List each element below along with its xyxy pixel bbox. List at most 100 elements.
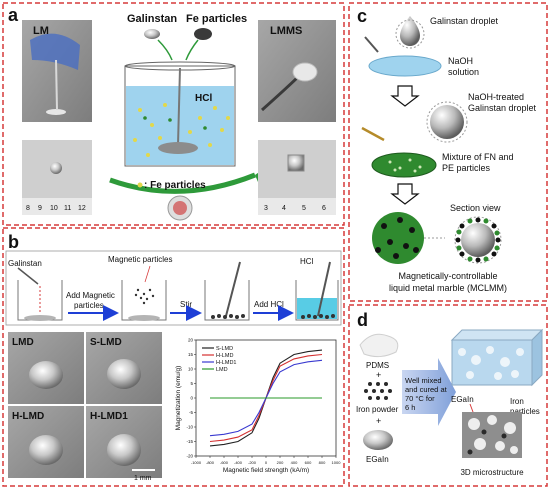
d-process-line2: and cured at xyxy=(405,385,448,394)
b-stir-rod-2 xyxy=(317,261,331,317)
panel-a: a LM 8 9 10 11 12 Galinstan Fe particles xyxy=(2,2,345,226)
x-tick-label: 400 xyxy=(291,460,298,465)
lm-stream xyxy=(55,59,58,111)
panel-c-border xyxy=(348,2,548,302)
d-block-top xyxy=(450,329,544,341)
ruler-left-1: 9 xyxy=(38,205,42,212)
b-galinstan-label: Galinstan xyxy=(8,259,42,268)
c-mixture-line2: PE particles xyxy=(442,163,491,173)
panel-b: b Galinstan Add Magnetic particles Magne… xyxy=(2,227,345,487)
x-tick-label: 0 xyxy=(265,460,268,465)
b-add-hcl: Add HCl xyxy=(254,300,284,309)
ruler-right: 3 4 5 6 xyxy=(258,198,336,215)
b-particles: particles xyxy=(74,301,104,310)
y-tick-label: 15 xyxy=(188,352,194,357)
ruler-right-2: 5 xyxy=(302,205,306,212)
y-tick-label: 0 xyxy=(190,396,193,401)
y-tick-label: -15 xyxy=(186,439,193,444)
c-naoh-line1: NaOH xyxy=(448,56,473,66)
photo-label-lmd: LMD xyxy=(12,337,34,348)
photo-label-s-lmd: S-LMD xyxy=(90,337,122,348)
d-process-line1: Well mixed xyxy=(405,376,442,385)
ruler-left-4: 12 xyxy=(78,205,86,212)
c-dish-texture xyxy=(388,158,422,173)
legend-dot xyxy=(137,182,143,188)
b-beaker-4 xyxy=(295,280,339,321)
lmms-section-core xyxy=(173,201,187,215)
d-egain-drop xyxy=(363,430,393,450)
d-process-line4: 6 h xyxy=(405,403,415,412)
x-tick-label: -800 xyxy=(206,460,215,465)
chart-ylabel: Magnetization (emu/g) xyxy=(175,366,182,431)
fe-particles-label-a: Fe particles xyxy=(186,13,247,25)
chart-xlabel: Magnetic field strength (kA/m) xyxy=(223,467,309,474)
c-galinstan-droplet: Galinstan droplet xyxy=(430,16,499,26)
d-egain-bottom-label: EGaIn xyxy=(366,455,389,464)
beaker-a: HCl xyxy=(124,61,236,167)
c-section-core xyxy=(461,223,495,257)
d-process-arrow xyxy=(402,358,456,426)
c-marble-line2: liquid metal marble (MCLMM) xyxy=(389,283,507,293)
y-tick-label: 20 xyxy=(188,338,194,343)
b-magnetic-particles: Magnetic particles xyxy=(108,255,172,264)
d-microstructure-label: 3D microstructure xyxy=(460,468,524,477)
drop-s-lmd xyxy=(107,359,141,389)
d-plus-2: + xyxy=(376,416,381,426)
x-tick-label: -200 xyxy=(248,460,257,465)
c-droplet-zoom xyxy=(395,19,425,49)
arrow-galinstan-in xyxy=(157,39,173,61)
legend-label: H-LMD xyxy=(216,353,233,359)
d-iron-line1: Iron xyxy=(510,397,524,406)
y-tick-label: -20 xyxy=(186,454,193,459)
d-block-bubbles xyxy=(458,346,524,380)
x-tick-label: 800 xyxy=(319,460,326,465)
c-mixture-line1: Mixture of FN and xyxy=(442,152,514,162)
b-particles-cloud xyxy=(134,288,155,305)
galinstan-drop-icon xyxy=(144,29,160,39)
c-marble-line1: Magnetically-controllable xyxy=(398,271,497,281)
legend-label: S-LMD xyxy=(216,346,233,352)
ruler-left-2: 10 xyxy=(50,205,58,212)
d-iron-powder-label: Iron powder xyxy=(356,405,399,414)
d-block-side xyxy=(531,328,543,387)
glove-shape xyxy=(30,33,80,70)
x-tick-label: -1000 xyxy=(191,460,202,465)
photo-label-h-lmd: H-LMD xyxy=(12,411,44,422)
lmms-label: LMMS xyxy=(270,25,302,37)
drop-h-lmd1 xyxy=(107,434,141,466)
c-pipette-1 xyxy=(364,36,379,53)
d-pdms-blob xyxy=(359,333,399,358)
b-hcl-label: HCl xyxy=(300,257,314,266)
lm-label: LM xyxy=(33,25,49,37)
scale-bar-label: 1 mm xyxy=(134,475,152,482)
c-section-view: Section view xyxy=(450,203,501,213)
b-photo-grid: LMD S-LMD H-LMD H-LMD1 1 mm xyxy=(8,332,162,482)
y-tick-label: -10 xyxy=(186,425,193,430)
d-iron-dots xyxy=(364,382,392,400)
c-particle-dish xyxy=(371,152,437,178)
ruler-left: 8 9 10 11 12 xyxy=(22,198,92,215)
x-tick-label: -600 xyxy=(220,460,229,465)
panel-c: c Galinstan droplet NaOH solution NaOH-t… xyxy=(348,2,548,302)
x-tick-label: 1000 xyxy=(332,460,342,465)
x-tick-label: 600 xyxy=(305,460,312,465)
b-stir-rod xyxy=(225,261,241,317)
hcl-label-a: HCl xyxy=(195,93,212,104)
syringe-b xyxy=(17,267,39,285)
c-droplet-teardrop xyxy=(400,16,420,46)
drop-h-lmd xyxy=(29,435,63,465)
b-beaker-1-metal xyxy=(24,315,56,321)
b-add-magnetic: Add Magnetic xyxy=(66,291,115,300)
lm-puddle xyxy=(46,109,66,115)
lmms-cube xyxy=(287,154,305,172)
lmms-blob xyxy=(292,62,318,82)
c-treated-droplet xyxy=(430,105,464,139)
c-treated-zoom xyxy=(426,101,468,143)
d-egain-right-label: EGaIn xyxy=(451,395,474,404)
panel-c-letter: c xyxy=(357,6,367,26)
c-arrow-2 xyxy=(390,183,420,205)
